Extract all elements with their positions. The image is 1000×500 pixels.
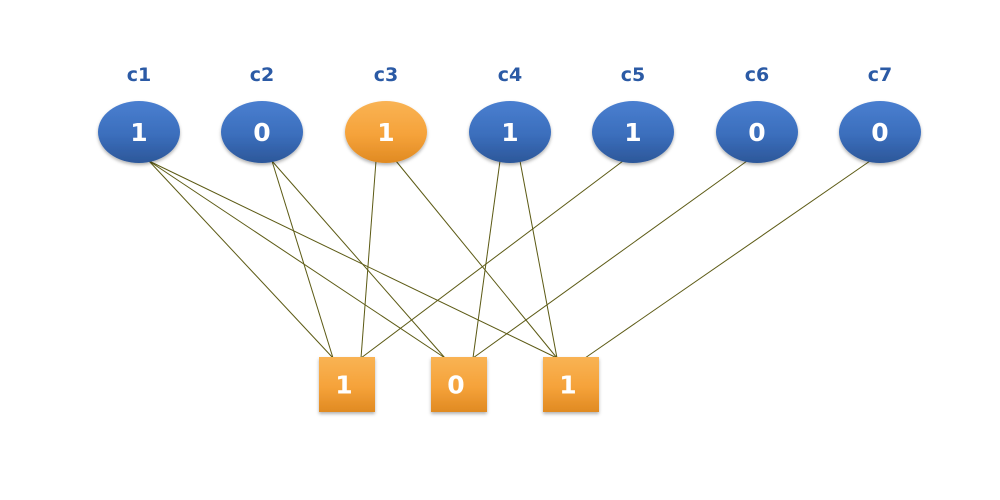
variable-ellipse (592, 101, 674, 163)
edge-c5-check-1 (360, 160, 624, 359)
edge-c1-check-1 (148, 160, 334, 359)
edge-c3-check-3 (395, 160, 558, 359)
variable-ellipse (839, 101, 921, 163)
variable-label: c6 (745, 64, 769, 86)
edge-c6-check-2 (472, 160, 748, 359)
highlighted-variable-ellipse (345, 101, 427, 163)
check-square (431, 357, 487, 412)
variable-nodes: c1 1 c2 0 c3 1 c4 1 c5 1 c6 0 c7 0 (98, 64, 921, 163)
variable-node-c6: c6 0 (716, 64, 798, 163)
variable-label: c5 (621, 64, 645, 86)
variable-node-c1: c1 1 (98, 64, 180, 163)
variable-node-c5: c5 1 (592, 64, 674, 163)
edge-c1-check-2 (148, 160, 446, 359)
variable-node-c3: c3 1 (345, 64, 427, 163)
edge-c2-check-1 (271, 160, 334, 359)
check-value: 1 (559, 371, 576, 400)
variable-label: c2 (250, 64, 274, 86)
edges (148, 160, 871, 359)
edge-c7-check-3 (584, 160, 871, 359)
variable-label: c1 (127, 64, 151, 86)
variable-ellipse (469, 101, 551, 163)
variable-node-c4: c4 1 (469, 64, 551, 163)
check-nodes: 1 0 1 (319, 357, 599, 412)
edge-c4-check-2 (472, 160, 501, 359)
check-value: 1 (335, 371, 352, 400)
check-node-1: 1 (319, 357, 375, 412)
variable-label: c3 (374, 64, 398, 86)
variable-value: 1 (624, 118, 641, 147)
variable-node-c7: c7 0 (839, 64, 921, 163)
check-square (319, 357, 375, 412)
edge-c1-check-3 (148, 160, 558, 359)
edge-c4-check-3 (519, 160, 558, 359)
edge-c2-check-2 (271, 160, 446, 359)
check-node-3: 1 (543, 357, 599, 412)
variable-value: 0 (871, 118, 888, 147)
variable-value: 1 (501, 118, 518, 147)
variable-label: c7 (868, 64, 892, 86)
variable-label: c4 (498, 64, 522, 86)
edge-c3-check-1 (360, 160, 377, 359)
check-square (543, 357, 599, 412)
variable-ellipse (221, 101, 303, 163)
variable-value: 0 (748, 118, 765, 147)
check-value: 0 (447, 371, 464, 400)
check-node-2: 0 (431, 357, 487, 412)
variable-value: 1 (130, 118, 147, 147)
variable-ellipse (716, 101, 798, 163)
variable-node-c2: c2 0 (221, 64, 303, 163)
variable-ellipse (98, 101, 180, 163)
variable-value: 1 (377, 118, 394, 147)
variable-value: 0 (253, 118, 270, 147)
